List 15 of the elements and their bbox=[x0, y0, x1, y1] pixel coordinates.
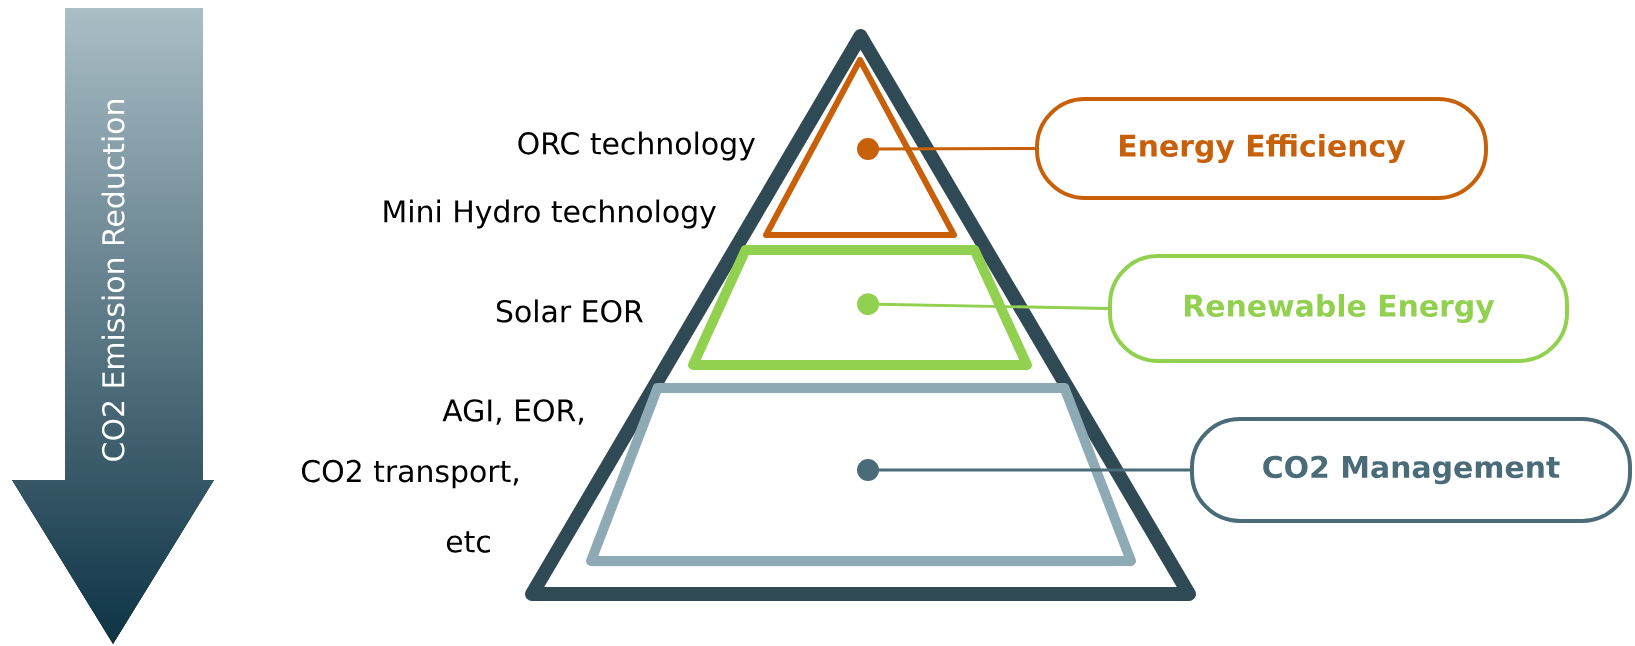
category-pill: CO2 Management bbox=[1190, 417, 1632, 523]
technology-label: Mini Hydro technology bbox=[384, 199, 716, 229]
leader-line bbox=[857, 293, 1109, 316]
technology-label: etc bbox=[446, 531, 490, 553]
pyramid-layer bbox=[586, 383, 1136, 566]
leader-line bbox=[857, 459, 1190, 481]
pyramid-layer bbox=[688, 245, 1032, 370]
category-pill: Renewable Energy bbox=[1108, 254, 1569, 363]
technology-label: Solar EOR bbox=[496, 299, 643, 323]
arrow-banner: CO2 Emission Reduction bbox=[12, 8, 214, 644]
pyramid-layer bbox=[763, 57, 957, 238]
leader-line bbox=[857, 137, 1036, 160]
category-pill: Energy Efficiency bbox=[1035, 97, 1488, 200]
technology-label: ORC technology bbox=[518, 131, 755, 161]
technology-label: CO2 transport, bbox=[301, 459, 518, 489]
